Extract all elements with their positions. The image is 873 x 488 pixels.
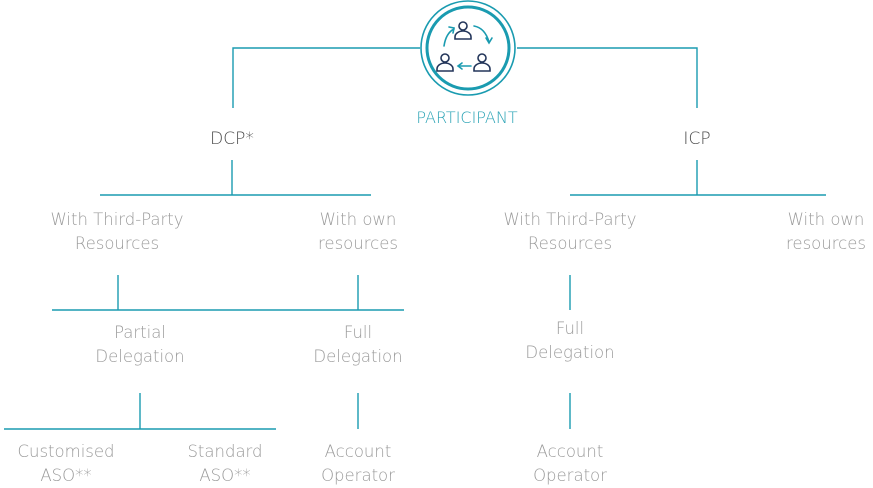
dcp-own-resources-node: With own resources: [318, 210, 398, 253]
standard-aso-node: Standard ASO**: [187, 442, 263, 485]
icp-account-operator-node: Account Operator: [533, 442, 607, 485]
people-cycle-icon: [420, 0, 516, 96]
connector-root-dcp: [232, 47, 420, 108]
connector-root-icp: [517, 47, 698, 108]
participant-label: PARTICIPANT: [416, 108, 518, 127]
customised-aso-node: Customised ASO**: [17, 442, 115, 485]
dcp-partial-delegation-node: Partial Delegation: [95, 323, 185, 366]
icp-own-resources-node: With own resources: [786, 210, 866, 253]
icp-label: ICP: [683, 129, 711, 149]
dcp-account-operator-node: Account Operator: [321, 442, 395, 485]
dcp-full-delegation-node: Full Delegation: [313, 323, 403, 366]
dcp-label: DCP*: [210, 129, 254, 149]
icp-third-party-node: With Third-Party Resources: [503, 210, 637, 253]
icp-full-delegation-node: Full Delegation: [525, 319, 615, 362]
dcp-third-party-node: With Third-Party Resources: [50, 210, 184, 253]
